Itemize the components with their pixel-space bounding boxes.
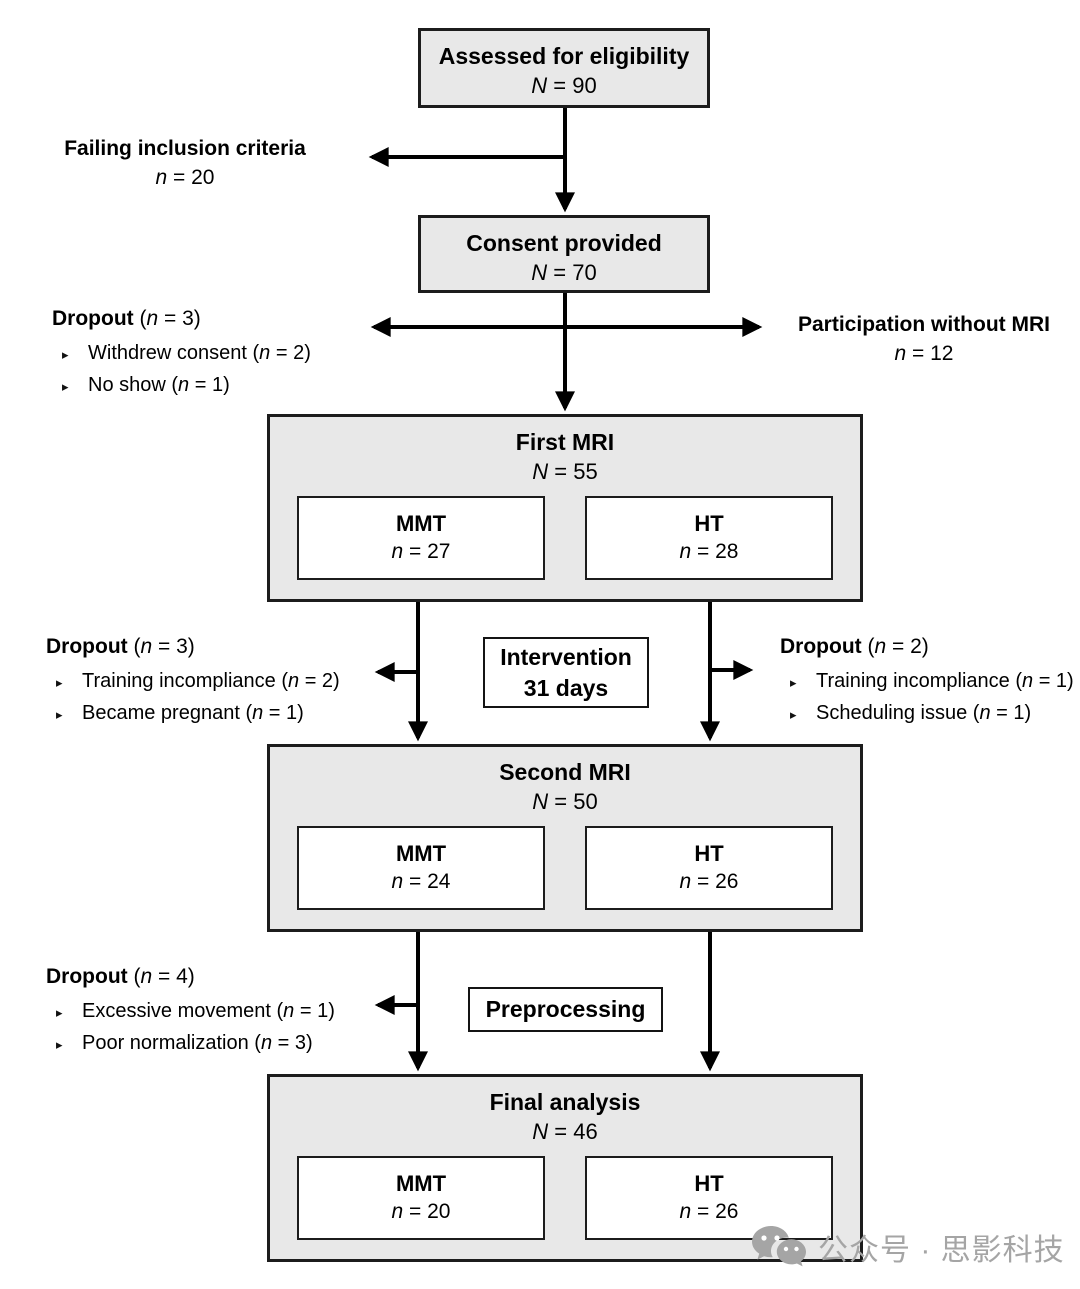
count-value: = 12 [906, 342, 954, 365]
note-title: Participation without MRI [798, 313, 1050, 336]
note-participation-without-mri: Participation without MRI n = 12 [768, 310, 1080, 368]
box-count: N = 46 [270, 1117, 860, 1146]
box-final-mmt: MMT n = 20 [297, 1156, 545, 1240]
note-count: n = 12 [768, 339, 1080, 368]
watermark-text: 公众号 · 思影科技 [818, 1234, 1065, 1267]
box-title-line2: 31 days [523, 674, 609, 701]
box-second-mri: Second MRI N = 50 MMT n = 24 HT n = 26 [267, 744, 863, 932]
bullet-icon: ▸ [790, 707, 797, 722]
box-title: HT [694, 1171, 724, 1196]
box-title: MMT [395, 841, 447, 866]
box-count: N = 50 [270, 787, 860, 816]
box-title: HT [694, 511, 724, 536]
bullet-icon: ▸ [62, 379, 69, 394]
bullet-icon: ▸ [56, 675, 63, 690]
bullet-icon: ▸ [62, 347, 69, 362]
box-preprocessing: Preprocessing [468, 987, 663, 1032]
box-assessed: Assessed for eligibility N = 90 [418, 28, 710, 108]
box-first-mri: First MRI N = 55 MMT n = 27 HT n = 28 [267, 414, 863, 602]
list-item: ▸Training incompliance (n = 1) [780, 666, 1080, 698]
box-count: n = 26 [679, 870, 739, 893]
count-value: = 46 [548, 1119, 598, 1144]
box-count: N = 55 [270, 457, 860, 486]
count-symbol: N [531, 73, 548, 98]
watermark: 公众号 · 思影科技 [750, 1224, 1065, 1270]
box-count: n = 27 [391, 540, 451, 563]
count-value: = 20 [167, 166, 215, 189]
note-dropout-intervention-left: Dropout (n = 3) ▸Training incompliance (… [46, 632, 376, 730]
count-symbol: N [532, 459, 549, 484]
list-item: ▸Scheduling issue (n = 1) [780, 698, 1080, 730]
count-symbol: N [531, 260, 548, 285]
count-value: = 90 [547, 73, 597, 98]
box-intervention: Intervention 31 days [483, 637, 649, 708]
note-failing-inclusion: Failing inclusion criteria n = 20 [28, 134, 342, 192]
list-item: ▸No show (n = 1) [52, 370, 382, 402]
box-title: MMT [395, 1171, 447, 1196]
box-second-mri-ht: HT n = 26 [585, 826, 833, 910]
bullet-icon: ▸ [790, 675, 797, 690]
box-title: Consent provided [466, 230, 662, 256]
note-title: Dropout (n = 2) [780, 635, 929, 658]
note-title: Dropout (n = 3) [46, 635, 195, 658]
box-second-mri-mmt: MMT n = 24 [297, 826, 545, 910]
list-item: ▸Became pregnant (n = 1) [46, 698, 376, 730]
list-item: ▸Excessive movement (n = 1) [46, 996, 376, 1028]
note-title: Failing inclusion criteria [64, 137, 306, 160]
box-count: n = 26 [679, 1200, 739, 1223]
note-dropout-preprocessing: Dropout (n = 4) ▸Excessive movement (n =… [46, 962, 376, 1060]
box-count: N = 70 [421, 258, 707, 287]
box-title: Final analysis [489, 1089, 641, 1115]
wechat-icon [752, 1226, 806, 1267]
box-title: Second MRI [499, 759, 631, 785]
note-dropout-intervention-right: Dropout (n = 2) ▸Training incompliance (… [780, 632, 1080, 730]
count-value: = 50 [548, 789, 598, 814]
count-symbol: N [532, 789, 549, 814]
list-item: ▸Training incompliance (n = 2) [46, 666, 376, 698]
count-symbol: N [532, 1119, 549, 1144]
note-title: Dropout (n = 3) [52, 307, 201, 330]
box-final-ht: HT n = 26 [585, 1156, 833, 1240]
note-count: n = 20 [28, 163, 342, 192]
count-symbol: n [894, 342, 907, 365]
box-title: Preprocessing [485, 996, 646, 1022]
note-title: Dropout (n = 4) [46, 965, 195, 988]
box-title: HT [694, 841, 724, 866]
box-count: n = 20 [391, 1200, 451, 1223]
box-first-mri-ht: HT n = 28 [585, 496, 833, 580]
box-title-line1: Intervention [500, 643, 632, 670]
box-count: n = 24 [391, 870, 451, 893]
box-count: N = 90 [421, 71, 707, 100]
box-count: n = 28 [679, 540, 739, 563]
bullet-icon: ▸ [56, 707, 63, 722]
box-title: Assessed for eligibility [438, 43, 690, 69]
bullet-icon: ▸ [56, 1037, 63, 1052]
box-first-mri-mmt: MMT n = 27 [297, 496, 545, 580]
count-value: = 55 [548, 459, 598, 484]
box-title: First MRI [515, 429, 615, 455]
box-title: MMT [395, 511, 447, 536]
bullet-icon: ▸ [56, 1005, 63, 1020]
count-value: = 70 [547, 260, 597, 285]
list-item: ▸Withdrew consent (n = 2) [52, 338, 382, 370]
box-consent: Consent provided N = 70 [418, 215, 710, 293]
list-item: ▸Poor normalization (n = 3) [46, 1028, 376, 1060]
note-dropout-consent: Dropout (n = 3) ▸Withdrew consent (n = 2… [52, 304, 382, 402]
count-symbol: n [155, 166, 168, 189]
